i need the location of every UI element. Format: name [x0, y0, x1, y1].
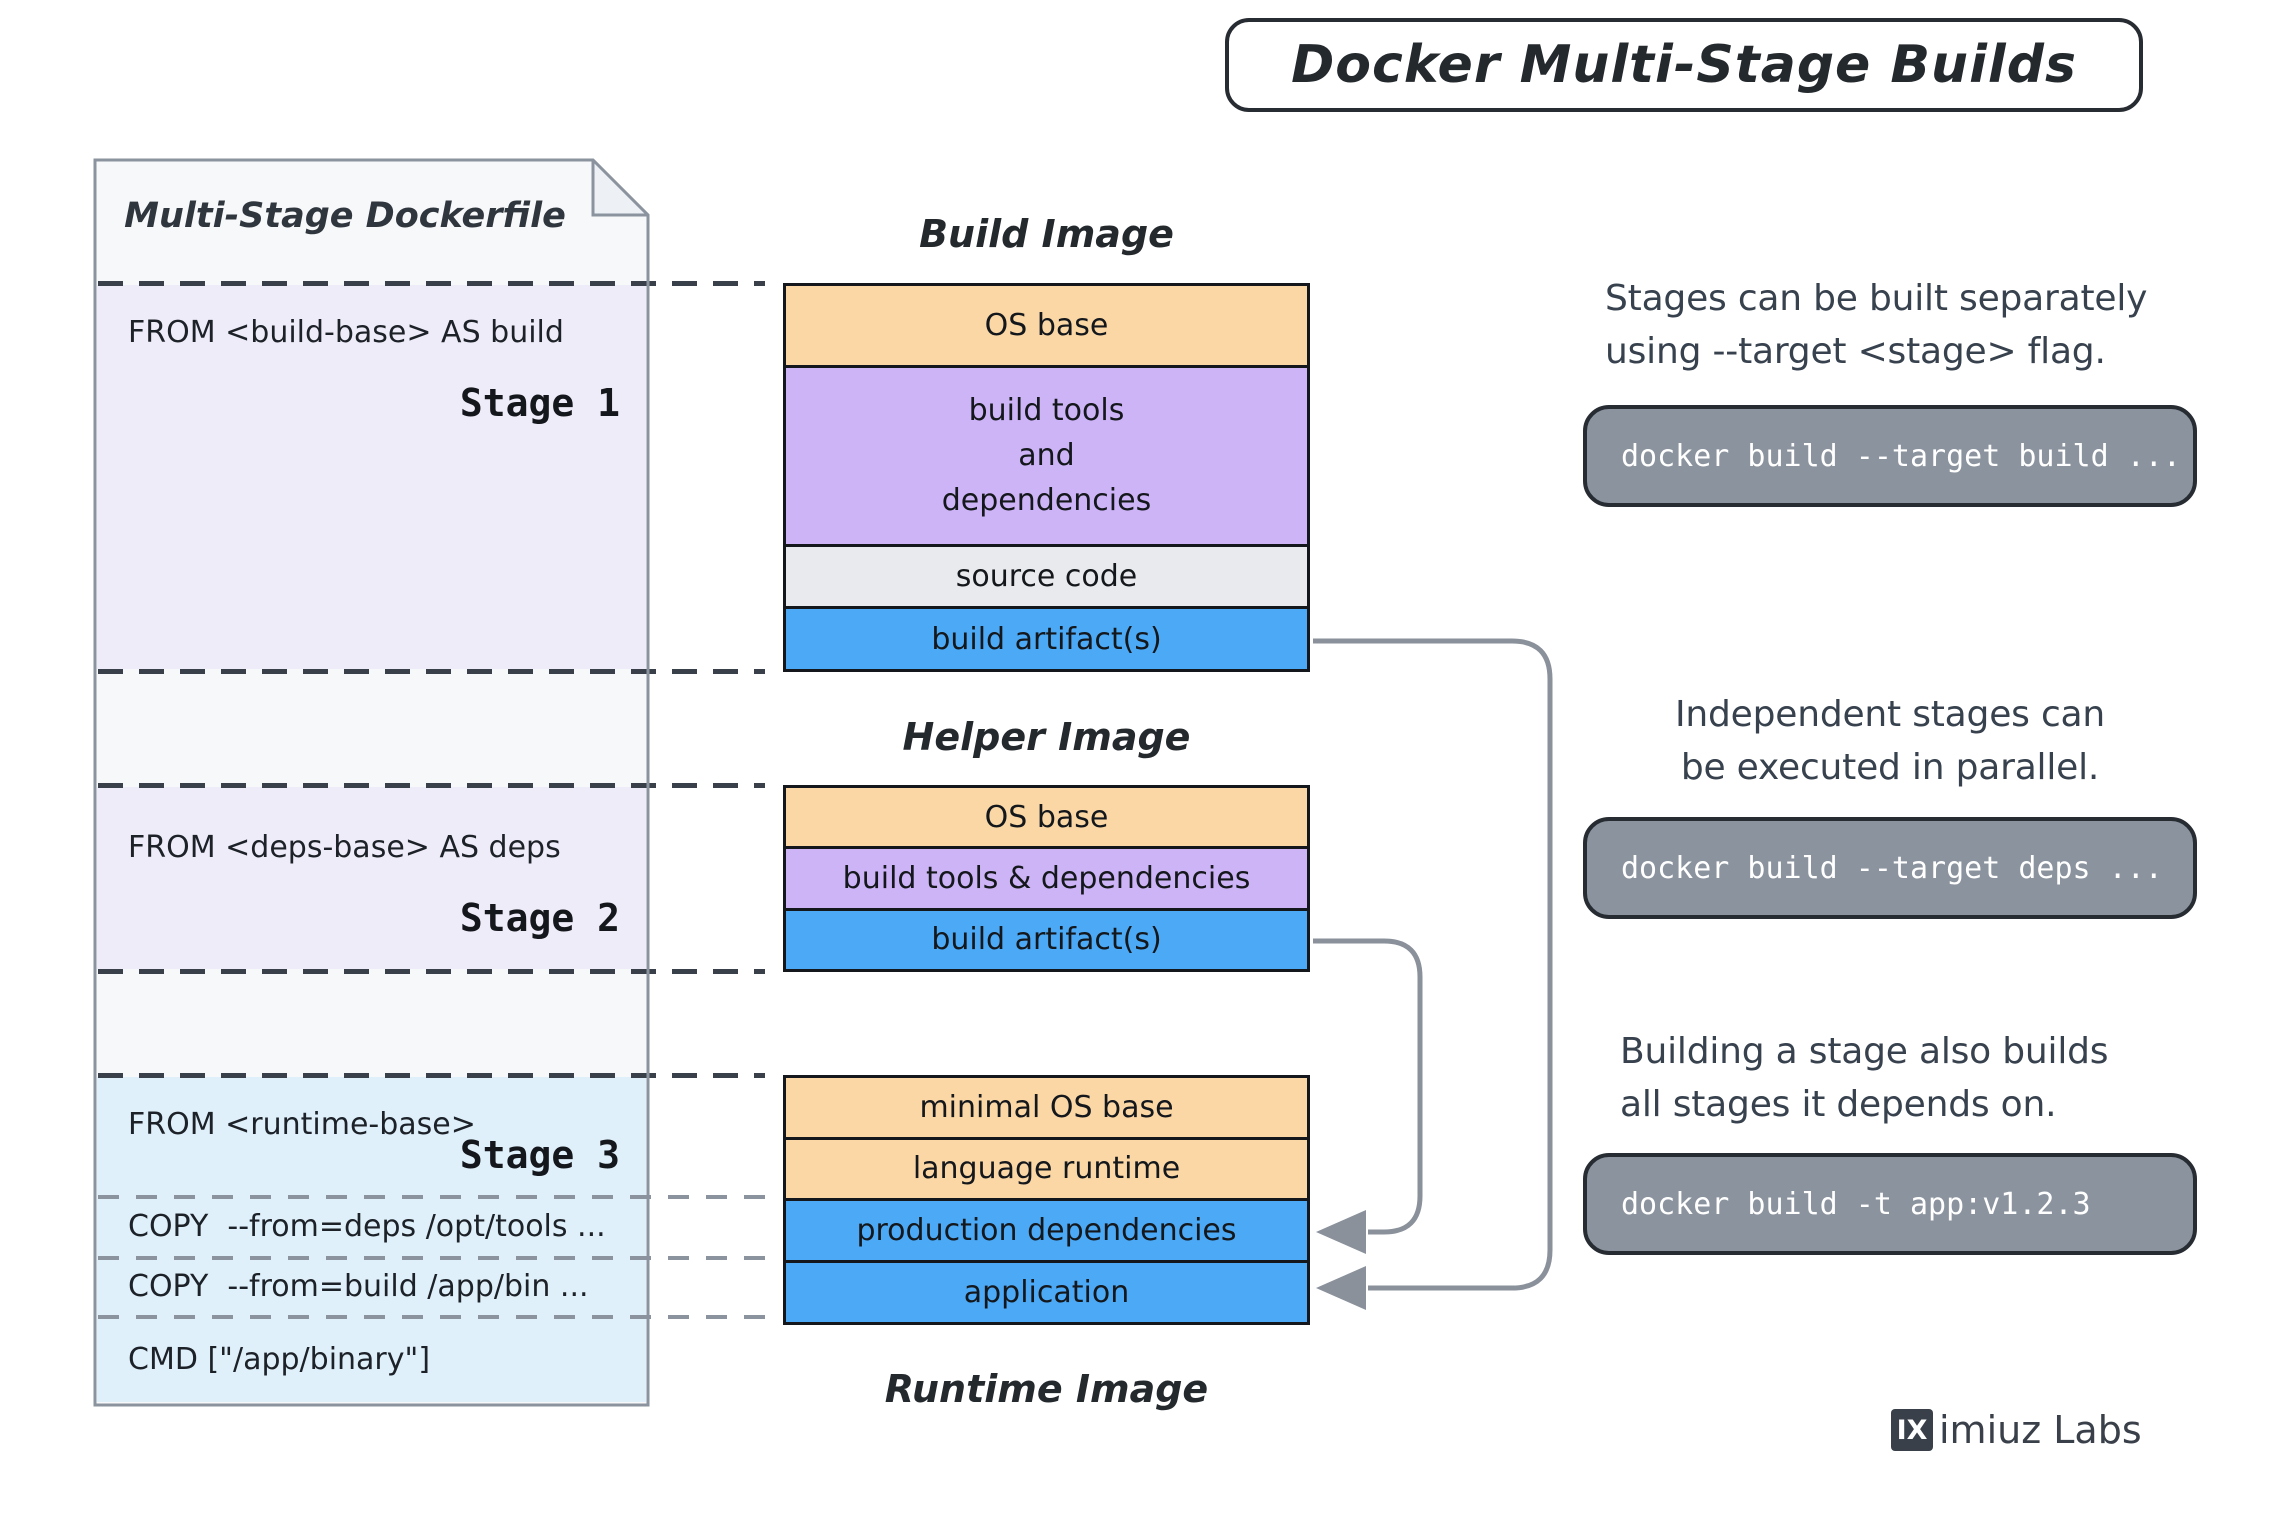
- helper-image-title: Helper Image: [902, 715, 1191, 759]
- layer-build-artifacts: build artifact(s): [786, 606, 1307, 669]
- diagram-title: Docker Multi-Stage Builds: [1291, 35, 2077, 95]
- stage2-band: [97, 787, 646, 969]
- copy-deps-instruction: COPY --from=deps /opt/tools ...: [128, 1209, 606, 1244]
- stage3-top-dashed-line: [98, 1073, 765, 1078]
- stage2-bottom-dashed-line: [98, 969, 765, 974]
- layer-build-artifacts: build artifact(s): [786, 907, 1307, 969]
- ix-logo-mark-icon: IX: [1891, 1409, 1933, 1451]
- helper-image-stack: OS base build tools & dependencies build…: [783, 785, 1310, 972]
- stage1-top-dashed-line: [98, 281, 765, 286]
- logo-text: imiuz Labs: [1939, 1408, 2142, 1452]
- layer-production-dependencies: production dependencies: [786, 1197, 1307, 1260]
- layer-label: source code: [955, 559, 1138, 595]
- note-build-separately: Stages can be built separately using --t…: [1605, 278, 2148, 372]
- layer-source-code: source code: [786, 543, 1307, 607]
- cmd-instruction: CMD ["/app/binary"]: [128, 1342, 431, 1377]
- layer-label: language runtime: [912, 1151, 1181, 1187]
- copy-deps-dashed-line: [98, 1195, 765, 1199]
- code-pill-build-tag: docker build -t app:v1.2.3: [1583, 1153, 2197, 1255]
- production-dependencies-arrowhead-icon: [1316, 1210, 1366, 1254]
- layer-label: production dependencies: [856, 1212, 1237, 1248]
- layer-label: minimal OS base: [919, 1090, 1174, 1126]
- layer-label: application: [963, 1274, 1130, 1310]
- diagram-title-box: Docker Multi-Stage Builds: [1225, 18, 2143, 112]
- layer-label: OS base: [984, 799, 1109, 835]
- layer-label: build tools and dependencies: [941, 393, 1152, 519]
- build-image-title: Build Image: [919, 212, 1174, 256]
- copy-build-instruction: COPY --from=build /app/bin ...: [128, 1269, 589, 1304]
- layer-label: build artifact(s): [931, 922, 1162, 958]
- stage1-bottom-dashed-line: [98, 669, 765, 674]
- code-pill-target-deps: docker build --target deps ...: [1583, 817, 2197, 919]
- layer-label: build artifact(s): [931, 621, 1162, 657]
- layer-build-tools-deps: build tools & dependencies: [786, 846, 1307, 908]
- stage2-top-dashed-line: [98, 783, 765, 788]
- build-image-stack: OS base build tools and dependencies sou…: [783, 283, 1310, 672]
- stage2-instruction: FROM <deps-base> AS deps: [128, 830, 561, 865]
- code-text: docker build -t app:v1.2.3: [1621, 1186, 2091, 1222]
- code-text: docker build --target deps ...: [1621, 850, 2163, 886]
- layer-os-base: OS base: [786, 788, 1307, 847]
- stage1-label: Stage 1: [459, 381, 620, 425]
- copy-build-dashed-line: [98, 1256, 765, 1260]
- code-text: docker build --target build ...: [1621, 438, 2181, 474]
- dockerfile-header: Multi-Stage Dockerfile: [124, 196, 566, 236]
- layer-label: build tools & dependencies: [842, 860, 1251, 896]
- note-depends-on: Building a stage also builds all stages …: [1620, 1031, 2109, 1125]
- layer-minimal-os-base: minimal OS base: [786, 1078, 1307, 1138]
- stage3-label: Stage 3: [459, 1133, 620, 1177]
- application-arrowhead-icon: [1316, 1266, 1366, 1310]
- runtime-image-title: Runtime Image: [884, 1367, 1209, 1411]
- layer-application: application: [786, 1259, 1307, 1322]
- stage1-instruction: FROM <build-base> AS build: [128, 315, 564, 350]
- note-parallel-stages: Independent stages can be executed in pa…: [1674, 694, 2106, 788]
- layer-build-tools-deps: build tools and dependencies: [786, 364, 1307, 544]
- stage2-label: Stage 2: [459, 896, 620, 940]
- layer-label: OS base: [984, 307, 1109, 343]
- paper-fold-triangle: [593, 160, 648, 215]
- code-pill-target-build: docker build --target build ...: [1583, 405, 2197, 507]
- helper-artifact-to-proddeps-arrow-line: [1313, 938, 1423, 1235]
- cmd-dashed-line: [98, 1315, 765, 1319]
- paper-fold-outline: [591, 160, 648, 217]
- build-artifact-to-application-arrow-line: [1313, 638, 1553, 1291]
- iximiuz-labs-logo: IX imiuz Labs: [1891, 1408, 2142, 1452]
- stage3-instruction: FROM <runtime-base>: [128, 1107, 476, 1142]
- runtime-image-stack: minimal OS base language runtime product…: [783, 1075, 1310, 1325]
- layer-language-runtime: language runtime: [786, 1137, 1307, 1198]
- layer-os-base: OS base: [786, 286, 1307, 365]
